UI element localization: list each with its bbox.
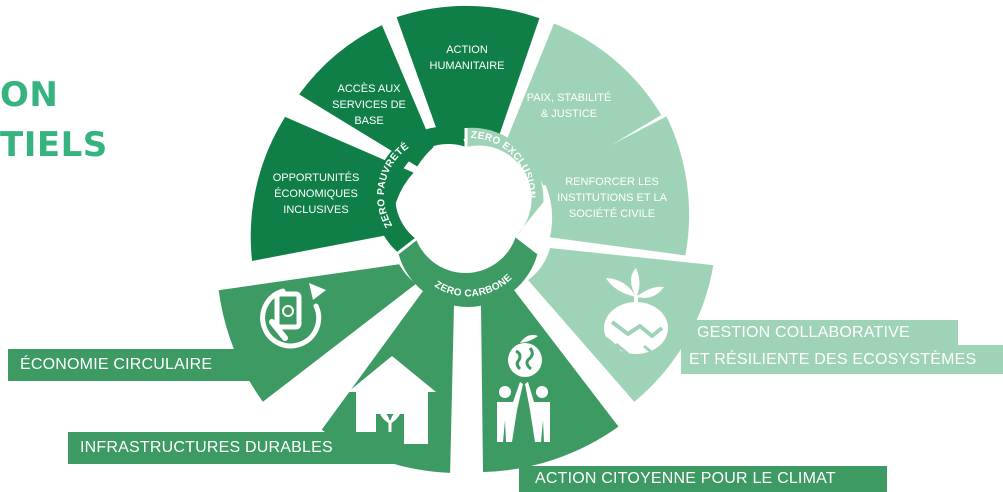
segment-action-humanitaire bbox=[396, 5, 540, 145]
segment-paix-stabilite bbox=[503, 23, 662, 186]
headline-line-2: TIELS bbox=[0, 125, 108, 165]
label-acces-line-3: BASE bbox=[354, 115, 383, 127]
segment-acces-services bbox=[299, 25, 434, 167]
label-institutions-line-1: RENFORCER LES bbox=[565, 176, 659, 188]
segment-renforcer-institutions bbox=[543, 116, 690, 256]
circular-economy-icon bbox=[260, 283, 326, 349]
wheel-center bbox=[414, 148, 518, 252]
label-humanitaire-line-1: ACTION bbox=[446, 44, 488, 56]
label-gestion-collaborative-line-1: GESTION COLLABORATIVE bbox=[681, 320, 958, 345]
people-globe-icon bbox=[497, 334, 550, 442]
label-acces-line-1: ACCÈS AUX bbox=[338, 82, 402, 95]
ring-zero-exclusion bbox=[466, 127, 544, 236]
label-gestion-collaborative-line-2: ET RÉSILIENTE DES ECOSYSTÈMES bbox=[681, 345, 1003, 374]
house-plant-icon bbox=[348, 356, 436, 444]
label-opportunites-line-3: INCLUSIVES bbox=[283, 204, 348, 216]
ring-zero-pauvrete bbox=[373, 126, 466, 253]
label-acces-line-2: SERVICES DE bbox=[332, 99, 406, 111]
headline-line-1: ON bbox=[0, 75, 59, 115]
label-infrastructures-durables: INFRASTRUCTURES DURABLES bbox=[68, 432, 400, 464]
label-institutions-line-2: INSTITUTIONS ET LA bbox=[557, 192, 667, 204]
segment-action-citoyenne bbox=[481, 289, 619, 472]
label-economie-circulaire: ÉCONOMIE CIRCULAIRE bbox=[8, 349, 265, 381]
label-institutions-line-3: SOCIÉTÉ CIVILE bbox=[569, 207, 655, 220]
label-humanitaire-line-2: HUMANITAIRE bbox=[430, 60, 505, 72]
label-economie-circulaire-text: ÉCONOMIE CIRCULAIRE bbox=[20, 356, 213, 373]
label-paix-line-2: & JUSTICE bbox=[541, 108, 597, 120]
label-gestion-line-1-text: GESTION COLLABORATIVE bbox=[697, 323, 910, 341]
label-opportunites-line-1: OPPORTUNITÉS bbox=[273, 171, 360, 184]
label-infrastructures-durables-text: INFRASTRUCTURES DURABLES bbox=[80, 439, 333, 456]
label-paix-line-1: PAIX, STABILITÉ bbox=[527, 91, 612, 104]
label-gestion-line-2-text: ET RÉSILIENTE DES ECOSYSTÈMES bbox=[689, 350, 977, 368]
label-action-citoyenne: ACTION CITOYENNE POUR LE CLIMAT bbox=[519, 466, 887, 492]
handshake-plant-icon bbox=[604, 268, 668, 358]
ring-zero-carbone bbox=[398, 236, 538, 307]
label-action-citoyenne-text: ACTION CITOYENNE POUR LE CLIMAT bbox=[535, 470, 836, 487]
label-opportunites-line-2: ÉCONOMIQUES bbox=[274, 187, 358, 200]
segment-opportunites-economiques bbox=[250, 116, 414, 261]
